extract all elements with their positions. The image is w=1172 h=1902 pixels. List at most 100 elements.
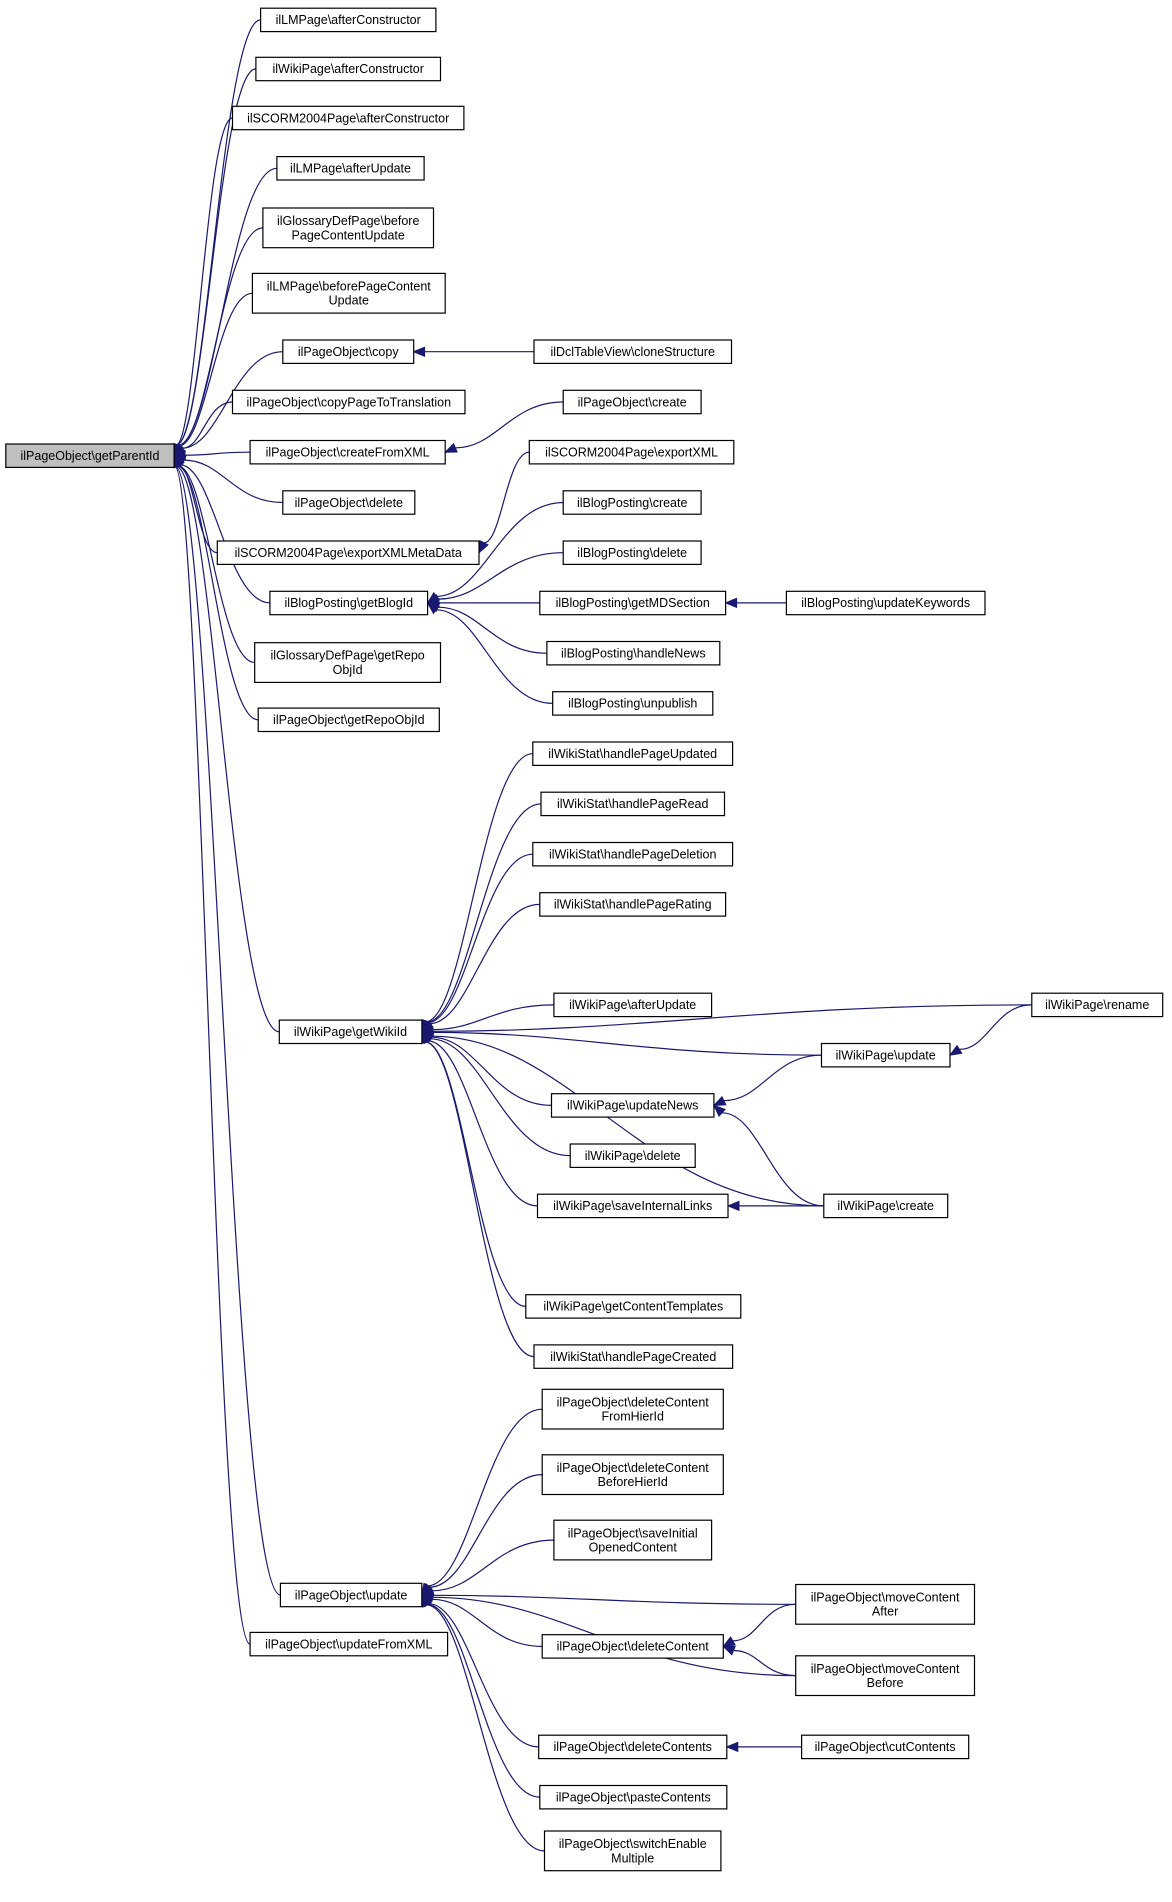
node-wp_gettmpl[interactable]: ilWikiPage\getContentTemplates	[525, 1294, 742, 1319]
node-scorm_export_meta[interactable]: ilSCORM2004Page\exportXMLMetaData	[216, 540, 480, 565]
node-po_update[interactable]: ilPageObject\update	[279, 1582, 423, 1608]
node-box[interactable]	[795, 1583, 976, 1625]
node-box[interactable]	[279, 1582, 423, 1608]
node-wp_create[interactable]: ilWikiPage\create	[823, 1193, 949, 1219]
node-box[interactable]	[541, 1454, 724, 1496]
node-box[interactable]	[543, 1830, 722, 1872]
node-box[interactable]	[282, 339, 415, 364]
node-box[interactable]	[255, 56, 442, 82]
node-blog_create[interactable]: ilBlogPosting\create	[562, 490, 702, 515]
node-box[interactable]	[538, 1734, 728, 1760]
node-ws_rating[interactable]: ilWikiStat\handlePageRating	[539, 892, 727, 917]
node-box[interactable]	[800, 1734, 970, 1760]
node-po_delete[interactable]: ilPageObject\delete	[282, 490, 416, 515]
node-wp_delete[interactable]: ilWikiPage\delete	[569, 1143, 696, 1168]
node-box[interactable]	[216, 540, 480, 565]
node-box[interactable]	[249, 1631, 449, 1657]
node-box[interactable]	[532, 841, 734, 867]
node-box[interactable]	[231, 389, 466, 415]
node-box[interactable]	[541, 1388, 724, 1430]
node-box[interactable]	[820, 1042, 951, 1068]
node-ws_updated[interactable]: ilWikiStat\handlePageUpdated	[532, 741, 734, 766]
node-box[interactable]	[550, 1093, 715, 1118]
node-blog_news[interactable]: ilBlogPosting\handleNews	[546, 640, 721, 666]
node-po_cut[interactable]: ilPageObject\cutContents	[800, 1734, 970, 1760]
node-box[interactable]	[257, 707, 440, 733]
node-ws_read[interactable]: ilWikiStat\handlePageRead	[540, 791, 726, 817]
node-box[interactable]	[795, 1655, 976, 1697]
node-box[interactable]	[539, 892, 727, 917]
node-box[interactable]	[552, 691, 714, 716]
node-box[interactable]	[269, 590, 429, 616]
node-wp_after_update[interactable]: ilWikiPage\afterUpdate	[553, 992, 713, 1018]
node-box[interactable]	[540, 791, 726, 817]
node-box[interactable]	[553, 992, 713, 1018]
node-blog_unpub[interactable]: ilBlogPosting\unpublish	[552, 691, 714, 716]
node-box[interactable]	[546, 640, 721, 666]
node-wp_updnews[interactable]: ilWikiPage\updateNews	[550, 1093, 715, 1118]
node-box[interactable]	[528, 439, 735, 465]
node-po_delcontents[interactable]: ilPageObject\deleteContents	[538, 1734, 728, 1760]
node-wp_update[interactable]: ilWikiPage\update	[820, 1042, 951, 1068]
node-dcl_clone[interactable]: ilDclTableView\cloneStructure	[533, 339, 733, 364]
node-box[interactable]	[533, 339, 733, 364]
node-box[interactable]	[249, 439, 446, 465]
node-box[interactable]	[254, 642, 442, 684]
node-box[interactable]	[569, 1143, 696, 1168]
node-box[interactable]	[536, 1193, 729, 1219]
node-po_update_xml[interactable]: ilPageObject\updateFromXML	[249, 1631, 449, 1657]
node-box[interactable]	[562, 490, 702, 515]
node-ws_deletion[interactable]: ilWikiStat\handlePageDeletion	[532, 841, 734, 867]
node-box[interactable]	[533, 1344, 734, 1369]
node-scorm_export[interactable]: ilSCORM2004Page\exportXML	[528, 439, 735, 465]
node-box[interactable]	[251, 272, 446, 314]
node-box[interactable]	[562, 389, 702, 415]
node-lm_after_ctor[interactable]: ilLMPage\afterConstructor	[260, 7, 437, 33]
node-box[interactable]	[562, 540, 702, 565]
node-po_paste[interactable]: ilPageObject\pasteContents	[539, 1784, 728, 1810]
node-box[interactable]	[539, 1784, 728, 1810]
node-blog_getblogid[interactable]: ilBlogPosting\getBlogId	[269, 590, 429, 616]
node-box[interactable]	[260, 7, 437, 33]
node-po_create_xml[interactable]: ilPageObject\createFromXML	[249, 439, 446, 465]
node-box[interactable]	[278, 1019, 423, 1045]
node-wiki_after_ctor[interactable]: ilWikiPage\afterConstructor	[255, 56, 442, 82]
node-po_getrepo[interactable]: ilPageObject\getRepoObjId	[257, 707, 440, 733]
node-lm_after_update[interactable]: ilLMPage\afterUpdate	[276, 156, 425, 181]
node-box[interactable]	[282, 490, 416, 515]
node-box[interactable]	[231, 105, 465, 131]
node-box[interactable]	[1031, 992, 1164, 1018]
node-scorm_after_ctor[interactable]: ilSCORM2004Page\afterConstructor	[231, 105, 465, 131]
node-po_create[interactable]: ilPageObject\create	[562, 389, 702, 415]
node-box[interactable]	[553, 1519, 713, 1561]
node-box[interactable]	[823, 1193, 949, 1219]
node-box[interactable]	[262, 207, 435, 249]
node-root[interactable]: ilPageObject\getParentId	[5, 443, 175, 468]
node-po_copy[interactable]: ilPageObject\copy	[282, 339, 415, 364]
node-gloss_getrepo[interactable]: ilGlossaryDefPage\getRepoObjId	[254, 642, 442, 684]
node-blog_getmd[interactable]: ilBlogPosting\getMDSection	[539, 590, 727, 616]
node-box[interactable]	[541, 1634, 724, 1659]
node-box[interactable]	[5, 443, 175, 468]
node-box[interactable]	[539, 590, 727, 616]
node-gloss_before_pcu[interactable]: ilGlossaryDefPage\beforePageContentUpdat…	[262, 207, 435, 249]
node-blog_updkw[interactable]: ilBlogPosting\updateKeywords	[785, 590, 986, 616]
node-wp_getwikiid[interactable]: ilWikiPage\getWikiId	[278, 1019, 423, 1045]
node-box[interactable]	[276, 156, 425, 181]
node-wp_saveil[interactable]: ilWikiPage\saveInternalLinks	[536, 1193, 729, 1219]
node-box[interactable]	[532, 741, 734, 766]
node-po_delcontent[interactable]: ilPageObject\deleteContent	[541, 1634, 724, 1659]
node-box[interactable]	[525, 1294, 742, 1319]
node-box[interactable]	[785, 590, 986, 616]
node-ws_created[interactable]: ilWikiStat\handlePageCreated	[533, 1344, 734, 1369]
node-blog_delete[interactable]: ilBlogPosting\delete	[562, 540, 702, 565]
node-po_copy_trans[interactable]: ilPageObject\copyPageToTranslation	[231, 389, 466, 415]
node-wp_rename[interactable]: ilWikiPage\rename	[1031, 992, 1164, 1018]
